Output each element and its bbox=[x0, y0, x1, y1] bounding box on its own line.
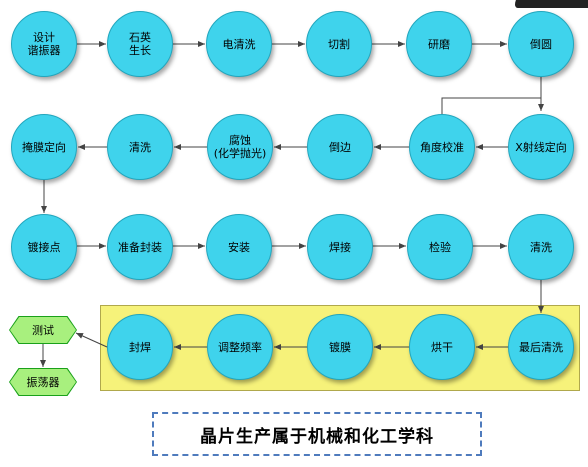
step-beveling: 倒边 bbox=[307, 114, 373, 180]
arrow-n8-loop bbox=[441, 97, 541, 114]
step-inspection: 检验 bbox=[407, 214, 473, 280]
terminal-oscillator-label: 振荡器 bbox=[10, 369, 76, 395]
terminal-test-label: 测试 bbox=[10, 317, 76, 343]
step-design-resonator: 设计 谐振器 bbox=[11, 11, 77, 77]
step-mask-orientation: 掩膜定向 bbox=[11, 114, 77, 180]
step-grinding: 研磨 bbox=[406, 11, 472, 77]
step-angle-calibration: 角度校准 bbox=[409, 114, 475, 180]
step-frequency-adjust: 调整频率 bbox=[207, 314, 273, 380]
step-plate-contacts: 镀接点 bbox=[11, 214, 77, 280]
step-xray-orientation: X射线定向 bbox=[508, 114, 574, 180]
step-etching: 腐蚀 (化学抛光) bbox=[207, 114, 273, 180]
step-mounting: 安装 bbox=[206, 214, 272, 280]
step-rounding: 倒圆 bbox=[508, 11, 574, 77]
step-final-cleaning: 最后清洗 bbox=[508, 314, 574, 380]
arrow-n23-test bbox=[75, 332, 108, 348]
step-cutting: 切割 bbox=[306, 11, 372, 77]
corner-decoration bbox=[515, 0, 588, 8]
step-electro-clean: 电清洗 bbox=[206, 11, 272, 77]
step-sealing: 封焊 bbox=[107, 314, 173, 380]
step-cleaning-2: 清洗 bbox=[508, 214, 574, 280]
step-quartz-growth: 石英 生长 bbox=[107, 11, 173, 77]
caption-text: 晶片生产属于机械和化工学科 bbox=[200, 426, 434, 447]
step-welding: 焊接 bbox=[307, 214, 373, 280]
terminal-oscillator: 振荡器 bbox=[9, 368, 77, 396]
step-cleaning-1: 清洗 bbox=[107, 114, 173, 180]
step-film-coating: 镀膜 bbox=[307, 314, 373, 380]
caption-box: 晶片生产属于机械和化工学科 bbox=[152, 412, 482, 456]
step-drying: 烘干 bbox=[409, 314, 475, 380]
terminal-test: 测试 bbox=[9, 316, 77, 344]
step-prepare-packaging: 准备封装 bbox=[107, 214, 173, 280]
